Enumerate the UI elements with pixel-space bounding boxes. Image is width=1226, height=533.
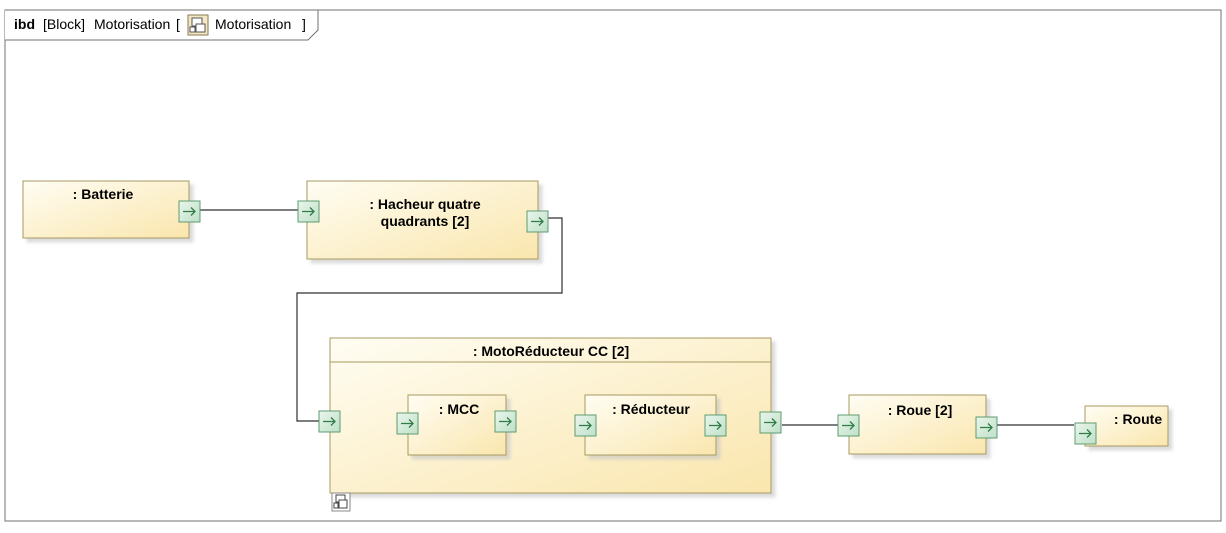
arrow-right-port-icon <box>1079 429 1092 438</box>
part-hacheur-label-line1: : Hacheur quatre <box>369 196 480 212</box>
frame-stereotype: [Block] <box>43 16 85 32</box>
arrow-right-port-icon <box>499 417 512 426</box>
block-diagram-icon <box>331 492 351 512</box>
part-hacheur[interactable]: : Hacheur quatre quadrants [2] <box>306 180 539 260</box>
port-reducteur-in[interactable] <box>574 414 597 437</box>
frame-name: Motorisation <box>94 16 170 32</box>
arrow-right-port-icon <box>183 207 196 216</box>
block-diagram-icon <box>187 14 209 36</box>
arrow-right-port-icon <box>709 421 722 430</box>
port-mcc-in[interactable] <box>396 412 419 435</box>
arrow-right-port-icon <box>980 423 993 432</box>
part-mcc-label: : MCC <box>439 401 479 417</box>
part-batterie-label: : Batterie <box>73 186 134 202</box>
part-hacheur-label-line2: quadrants [2] <box>381 213 470 229</box>
arrow-right-port-icon <box>302 207 315 216</box>
part-roue-label: : Roue [2] <box>888 402 953 418</box>
part-route-label: : Route <box>1114 411 1162 427</box>
arrow-right-port-icon <box>531 217 544 226</box>
port-route-in[interactable] <box>1074 422 1097 445</box>
frame-ref-name: Motorisation <box>215 16 291 32</box>
arrow-right-port-icon <box>401 419 414 428</box>
part-route[interactable]: : Route <box>1084 405 1169 447</box>
port-hacheur-out[interactable] <box>526 210 549 233</box>
part-motoreducteur-label: : MotoRéducteur CC [2] <box>473 343 629 359</box>
part-reducteur-label: : Réducteur <box>612 401 690 417</box>
frame-bracket-close: ] <box>302 16 306 32</box>
port-reducteur-out[interactable] <box>704 414 727 437</box>
frame-bracket-open: [ <box>176 16 180 32</box>
port-batterie-out[interactable] <box>178 200 201 223</box>
frame-kind: ibd <box>14 16 35 32</box>
part-batterie[interactable]: : Batterie <box>22 180 190 239</box>
part-reducteur[interactable]: : Réducteur <box>584 394 717 456</box>
part-roue[interactable]: : Roue [2] <box>848 394 987 455</box>
port-motoreducteur-out[interactable] <box>759 411 782 434</box>
port-mcc-out[interactable] <box>494 410 517 433</box>
arrow-right-port-icon <box>323 417 336 426</box>
port-motoreducteur-in[interactable] <box>318 410 341 433</box>
arrow-right-port-icon <box>579 421 592 430</box>
port-roue-out[interactable] <box>975 416 998 439</box>
arrow-right-port-icon <box>842 421 855 430</box>
arrow-right-port-icon <box>764 418 777 427</box>
frame-header-tab <box>5 9 319 41</box>
part-mcc[interactable]: : MCC <box>407 394 507 456</box>
connector-hacheur-motoreducteur[interactable] <box>296 217 563 422</box>
ports <box>178 200 1097 445</box>
port-hacheur-in[interactable] <box>297 200 320 223</box>
port-roue-in[interactable] <box>837 414 860 437</box>
